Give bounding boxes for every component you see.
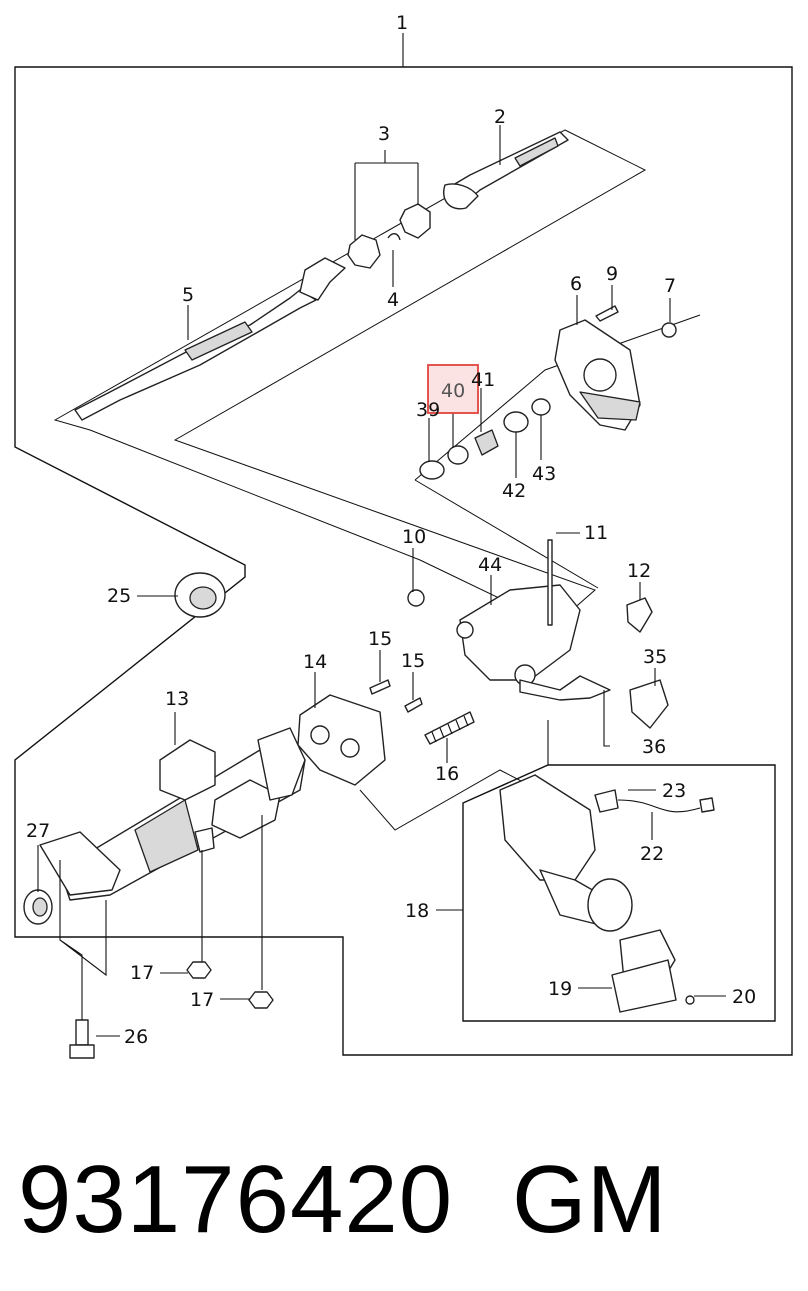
- callout-41: 41: [471, 369, 495, 391]
- part-6-upper-bracket: [554, 305, 677, 431]
- callout-13: 13: [165, 688, 189, 710]
- part-2-upper-shaft: [443, 131, 569, 210]
- callout-23: 23: [662, 780, 686, 802]
- callout-3: 3: [378, 123, 390, 145]
- callout-11: 11: [584, 522, 608, 544]
- part-3-joint-cross: [347, 203, 431, 269]
- parts-18-23-ignition-lock: [499, 774, 715, 1013]
- callout-17a: 17: [130, 962, 154, 984]
- brand-name: GM: [512, 1146, 667, 1253]
- callout-40: 40: [441, 380, 465, 402]
- callout-27: 27: [26, 820, 50, 842]
- callout-6: 6: [570, 273, 582, 295]
- part-info-footer: 93176420 GM: [0, 1120, 808, 1280]
- part-14-jacket-head: [297, 679, 423, 786]
- part-17-nuts: [186, 961, 274, 1009]
- callout-1: 1: [396, 12, 408, 34]
- callout-17b: 17: [190, 989, 214, 1011]
- part-44-lock-housing: [407, 539, 669, 729]
- column-tube-assembly: [23, 727, 306, 925]
- callout-43: 43: [532, 463, 556, 485]
- steering-column-exploded-diagram: 1 2 3 4 5 6 9 7 40 41 39 42 43 10 11 44 …: [14, 12, 793, 1059]
- callout-25: 25: [107, 585, 131, 607]
- callout-39: 39: [416, 399, 440, 421]
- callout-14: 14: [303, 651, 327, 673]
- callout-5: 5: [182, 284, 194, 306]
- part-5-intermediate-shaft: [74, 257, 346, 421]
- callout-35: 35: [643, 646, 667, 668]
- callout-22: 22: [640, 843, 664, 865]
- callout-44: 44: [478, 554, 502, 576]
- ignition-subassembly-box: [462, 764, 776, 1022]
- part-number: 93176420: [18, 1146, 454, 1253]
- parts-39-43-bearing-stack: [419, 398, 551, 480]
- callout-36: 36: [642, 736, 666, 758]
- lock-housing-group-outline: [414, 314, 701, 589]
- callout-labels: 1 2 3 4 5 6 9 7 40 41 39 42 43 10 11 44 …: [26, 12, 756, 1048]
- leader-lines: [37, 125, 726, 1037]
- highlight-box-40: [427, 364, 479, 414]
- callout-10: 10: [402, 526, 426, 548]
- assembly-frame: [14, 66, 793, 1056]
- callout-18: 18: [405, 900, 429, 922]
- callout-15b: 15: [401, 650, 425, 672]
- callout-15a: 15: [368, 628, 392, 650]
- callout-26: 26: [124, 1026, 148, 1048]
- callout-12: 12: [627, 560, 651, 582]
- callout-4: 4: [387, 289, 399, 311]
- part-25-bearing: [174, 572, 226, 618]
- callout-20: 20: [732, 986, 756, 1008]
- part-16-spring: [424, 711, 475, 745]
- callout-9: 9: [606, 263, 618, 285]
- callout-7: 7: [664, 275, 676, 297]
- callout-42: 42: [502, 480, 526, 502]
- part-26-bolt: [69, 1019, 95, 1059]
- callout-16: 16: [435, 763, 459, 785]
- upper-shaft-group-outline: [53, 129, 647, 626]
- callout-2: 2: [494, 106, 506, 128]
- callout-19: 19: [548, 978, 572, 1000]
